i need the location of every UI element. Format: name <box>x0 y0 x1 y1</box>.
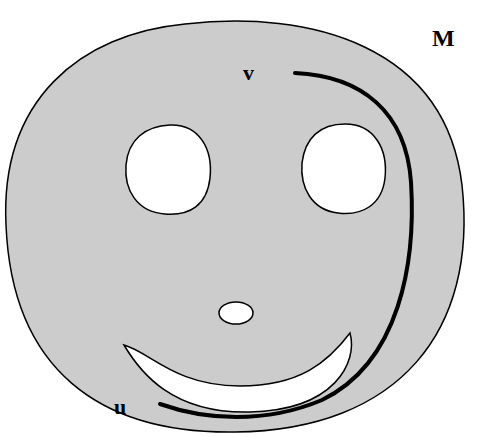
endpoint-label: v <box>243 62 254 84</box>
manifold-label: M <box>432 26 455 50</box>
path-curve <box>160 73 412 417</box>
surface <box>6 21 464 432</box>
nose-hole <box>219 302 253 324</box>
left-eye-hole <box>126 125 211 214</box>
endpoint-label: u <box>114 396 126 418</box>
right-eye-hole <box>302 124 386 213</box>
